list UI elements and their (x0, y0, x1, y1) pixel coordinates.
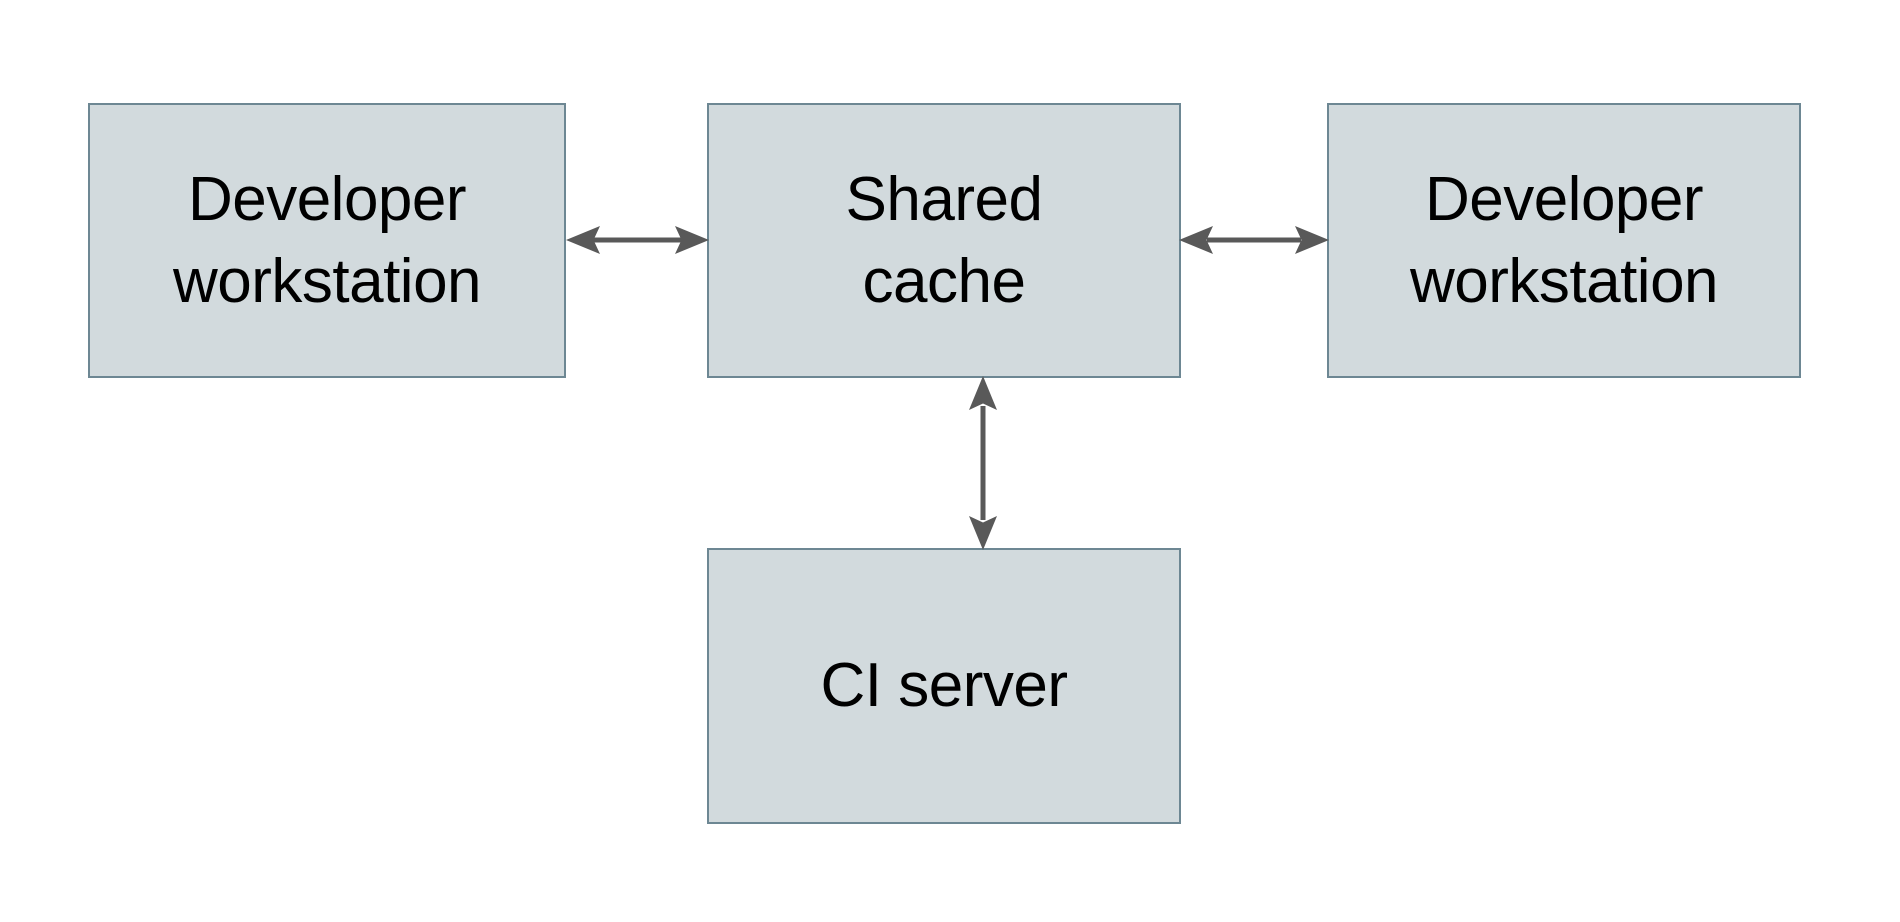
connector-shared-cache-to-dev-right[interactable] (1179, 205, 1329, 275)
double-arrow-icon (969, 376, 997, 550)
connector-shared-cache-to-ci-server[interactable] (948, 376, 1018, 550)
node-shared-cache[interactable]: Shared cache (707, 103, 1181, 378)
node-developer-workstation-right[interactable]: Developer workstation (1327, 103, 1801, 378)
double-arrow-icon (1179, 226, 1329, 254)
node-ci-server[interactable]: CI server (707, 548, 1181, 824)
node-label: Developer workstation (1409, 164, 1719, 316)
node-label: CI server (820, 651, 1068, 721)
connector-dev-left-to-shared-cache[interactable] (566, 205, 709, 275)
double-arrow-icon (566, 226, 709, 254)
node-label: Shared cache (845, 164, 1043, 316)
node-developer-workstation-left[interactable]: Developer workstation (88, 103, 566, 378)
node-label: Developer workstation (172, 164, 482, 316)
